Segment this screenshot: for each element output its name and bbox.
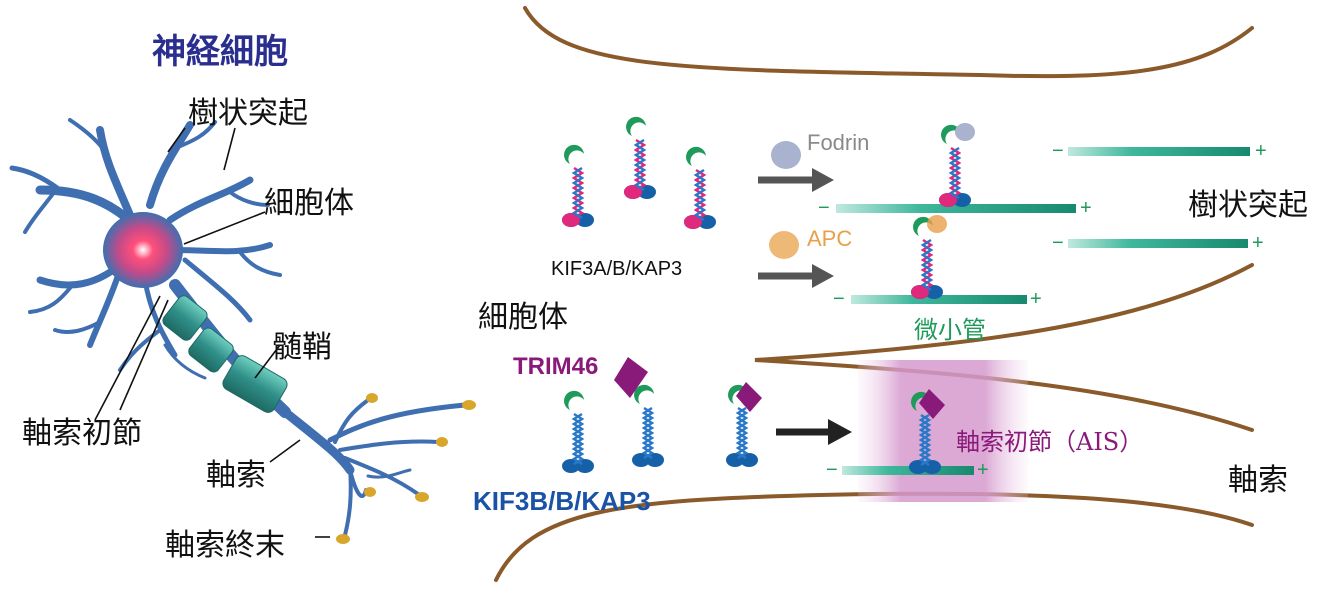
- label-microtubule: 微小管: [914, 316, 986, 344]
- label-ais-right: 軸索初節（AIS）: [956, 428, 1144, 456]
- label-soma-right: 細胞体: [478, 300, 568, 335]
- trim46-free: [614, 357, 648, 398]
- mt3-minus: −: [1052, 232, 1064, 254]
- label-dendrite-right: 樹状突起: [1188, 188, 1308, 223]
- label-axon-right: 軸索: [1228, 463, 1288, 498]
- kif3b-motor-1: [562, 390, 594, 473]
- microtubules: [836, 147, 1250, 475]
- mt4-minus: −: [833, 288, 845, 310]
- kif3b-motor-2: [632, 384, 664, 467]
- kif3a-motor-fodrin: [939, 123, 975, 207]
- label-terminal: 軸索終末: [165, 528, 285, 563]
- label-kif3a-complex: KIF3A/B/KAP3: [551, 258, 683, 280]
- axon-terminals: [336, 393, 476, 544]
- transport-arrows: [758, 168, 852, 445]
- label-ais-left: 軸索初節: [22, 416, 142, 451]
- neuron-leader-lines: [94, 127, 330, 538]
- kif3b-motor-3: [726, 382, 762, 467]
- label-myelin: 髄鞘: [272, 330, 332, 365]
- fodrin-blob: [771, 141, 801, 169]
- ais-region: [858, 360, 1028, 502]
- label-axon-left: 軸索: [206, 458, 266, 493]
- label-apc: APC: [807, 226, 853, 251]
- mt5-plus: +: [977, 459, 989, 481]
- myelin-sheath: [162, 295, 288, 413]
- mt2-plus: +: [1080, 197, 1092, 219]
- mt2-minus: −: [818, 197, 830, 219]
- label-dendrite-left: 樹状突起: [188, 96, 308, 131]
- cell-membrane: [494, 6, 1254, 582]
- apc-blob: [769, 231, 799, 259]
- mt3-plus: +: [1252, 232, 1264, 254]
- mt5-minus: −: [826, 459, 838, 481]
- motor-complexes: [562, 116, 975, 474]
- kif3a-motor-2: [624, 116, 656, 199]
- mt4-plus: +: [1030, 288, 1042, 310]
- mt1-minus: −: [1052, 140, 1064, 162]
- label-kif3b-complex: KIF3B/B/KAP3: [473, 486, 651, 516]
- label-trim46: TRIM46: [513, 353, 599, 380]
- kif3b-motor-ais: [909, 389, 945, 474]
- kif3a-motor-1: [562, 144, 594, 227]
- soma-body: [103, 212, 183, 288]
- label-fodrin: Fodrin: [807, 130, 870, 155]
- kif3a-motor-apc: [911, 215, 947, 299]
- label-soma-left: 細胞体: [264, 186, 354, 221]
- mt1-plus: +: [1255, 140, 1267, 162]
- kif3a-motor-3: [684, 146, 716, 229]
- neuron-title: 神経細胞: [152, 32, 288, 72]
